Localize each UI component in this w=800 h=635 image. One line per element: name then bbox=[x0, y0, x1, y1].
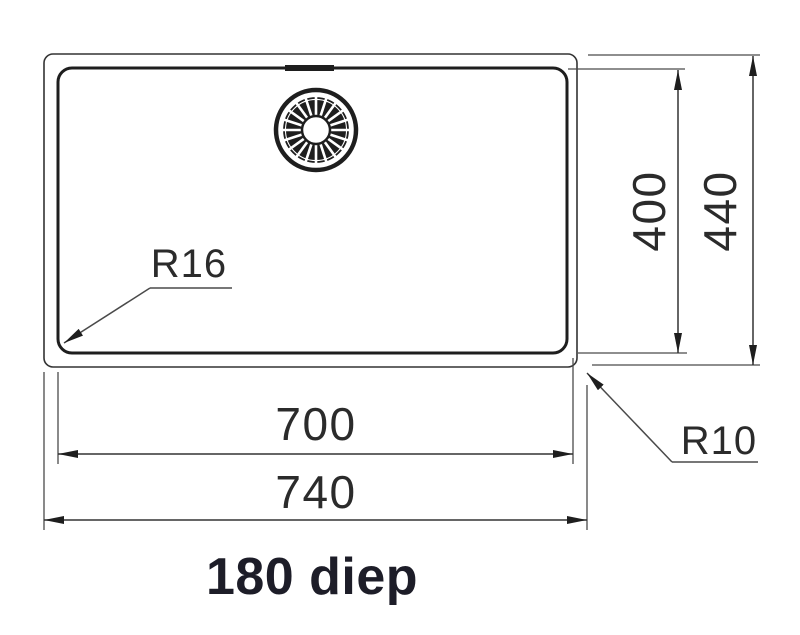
radius-label-r10: R10 bbox=[681, 419, 757, 463]
dimension-label-740: 740 bbox=[275, 466, 356, 518]
overflow-slot bbox=[285, 65, 334, 71]
dimension-label-440: 440 bbox=[694, 170, 746, 251]
sink-outer-outline bbox=[43, 53, 578, 368]
radius-label-r16: R16 bbox=[151, 242, 227, 286]
depth-label: 180 diep bbox=[206, 548, 418, 606]
dimension-bowl-width: 700 bbox=[58, 398, 573, 458]
leader-arrow-r16 bbox=[63, 287, 151, 344]
drain-strainer-slots bbox=[282, 96, 350, 164]
drain-icon bbox=[273, 87, 359, 173]
drain-outer-ring bbox=[273, 87, 359, 173]
drain-center-hole bbox=[300, 114, 332, 146]
dimension-label-400: 400 bbox=[623, 170, 675, 251]
leader-arrow-r10 bbox=[586, 372, 673, 463]
dimension-label-700: 700 bbox=[275, 398, 356, 450]
dimension-overall-width: 740 bbox=[44, 466, 587, 524]
dimension-bowl-depth: 400 bbox=[623, 70, 682, 353]
callout-outer-corner-radius: R10 bbox=[586, 372, 758, 463]
callout-bowl-corner-radius: R16 bbox=[63, 242, 232, 344]
dimension-overall-depth: 440 bbox=[694, 56, 757, 365]
